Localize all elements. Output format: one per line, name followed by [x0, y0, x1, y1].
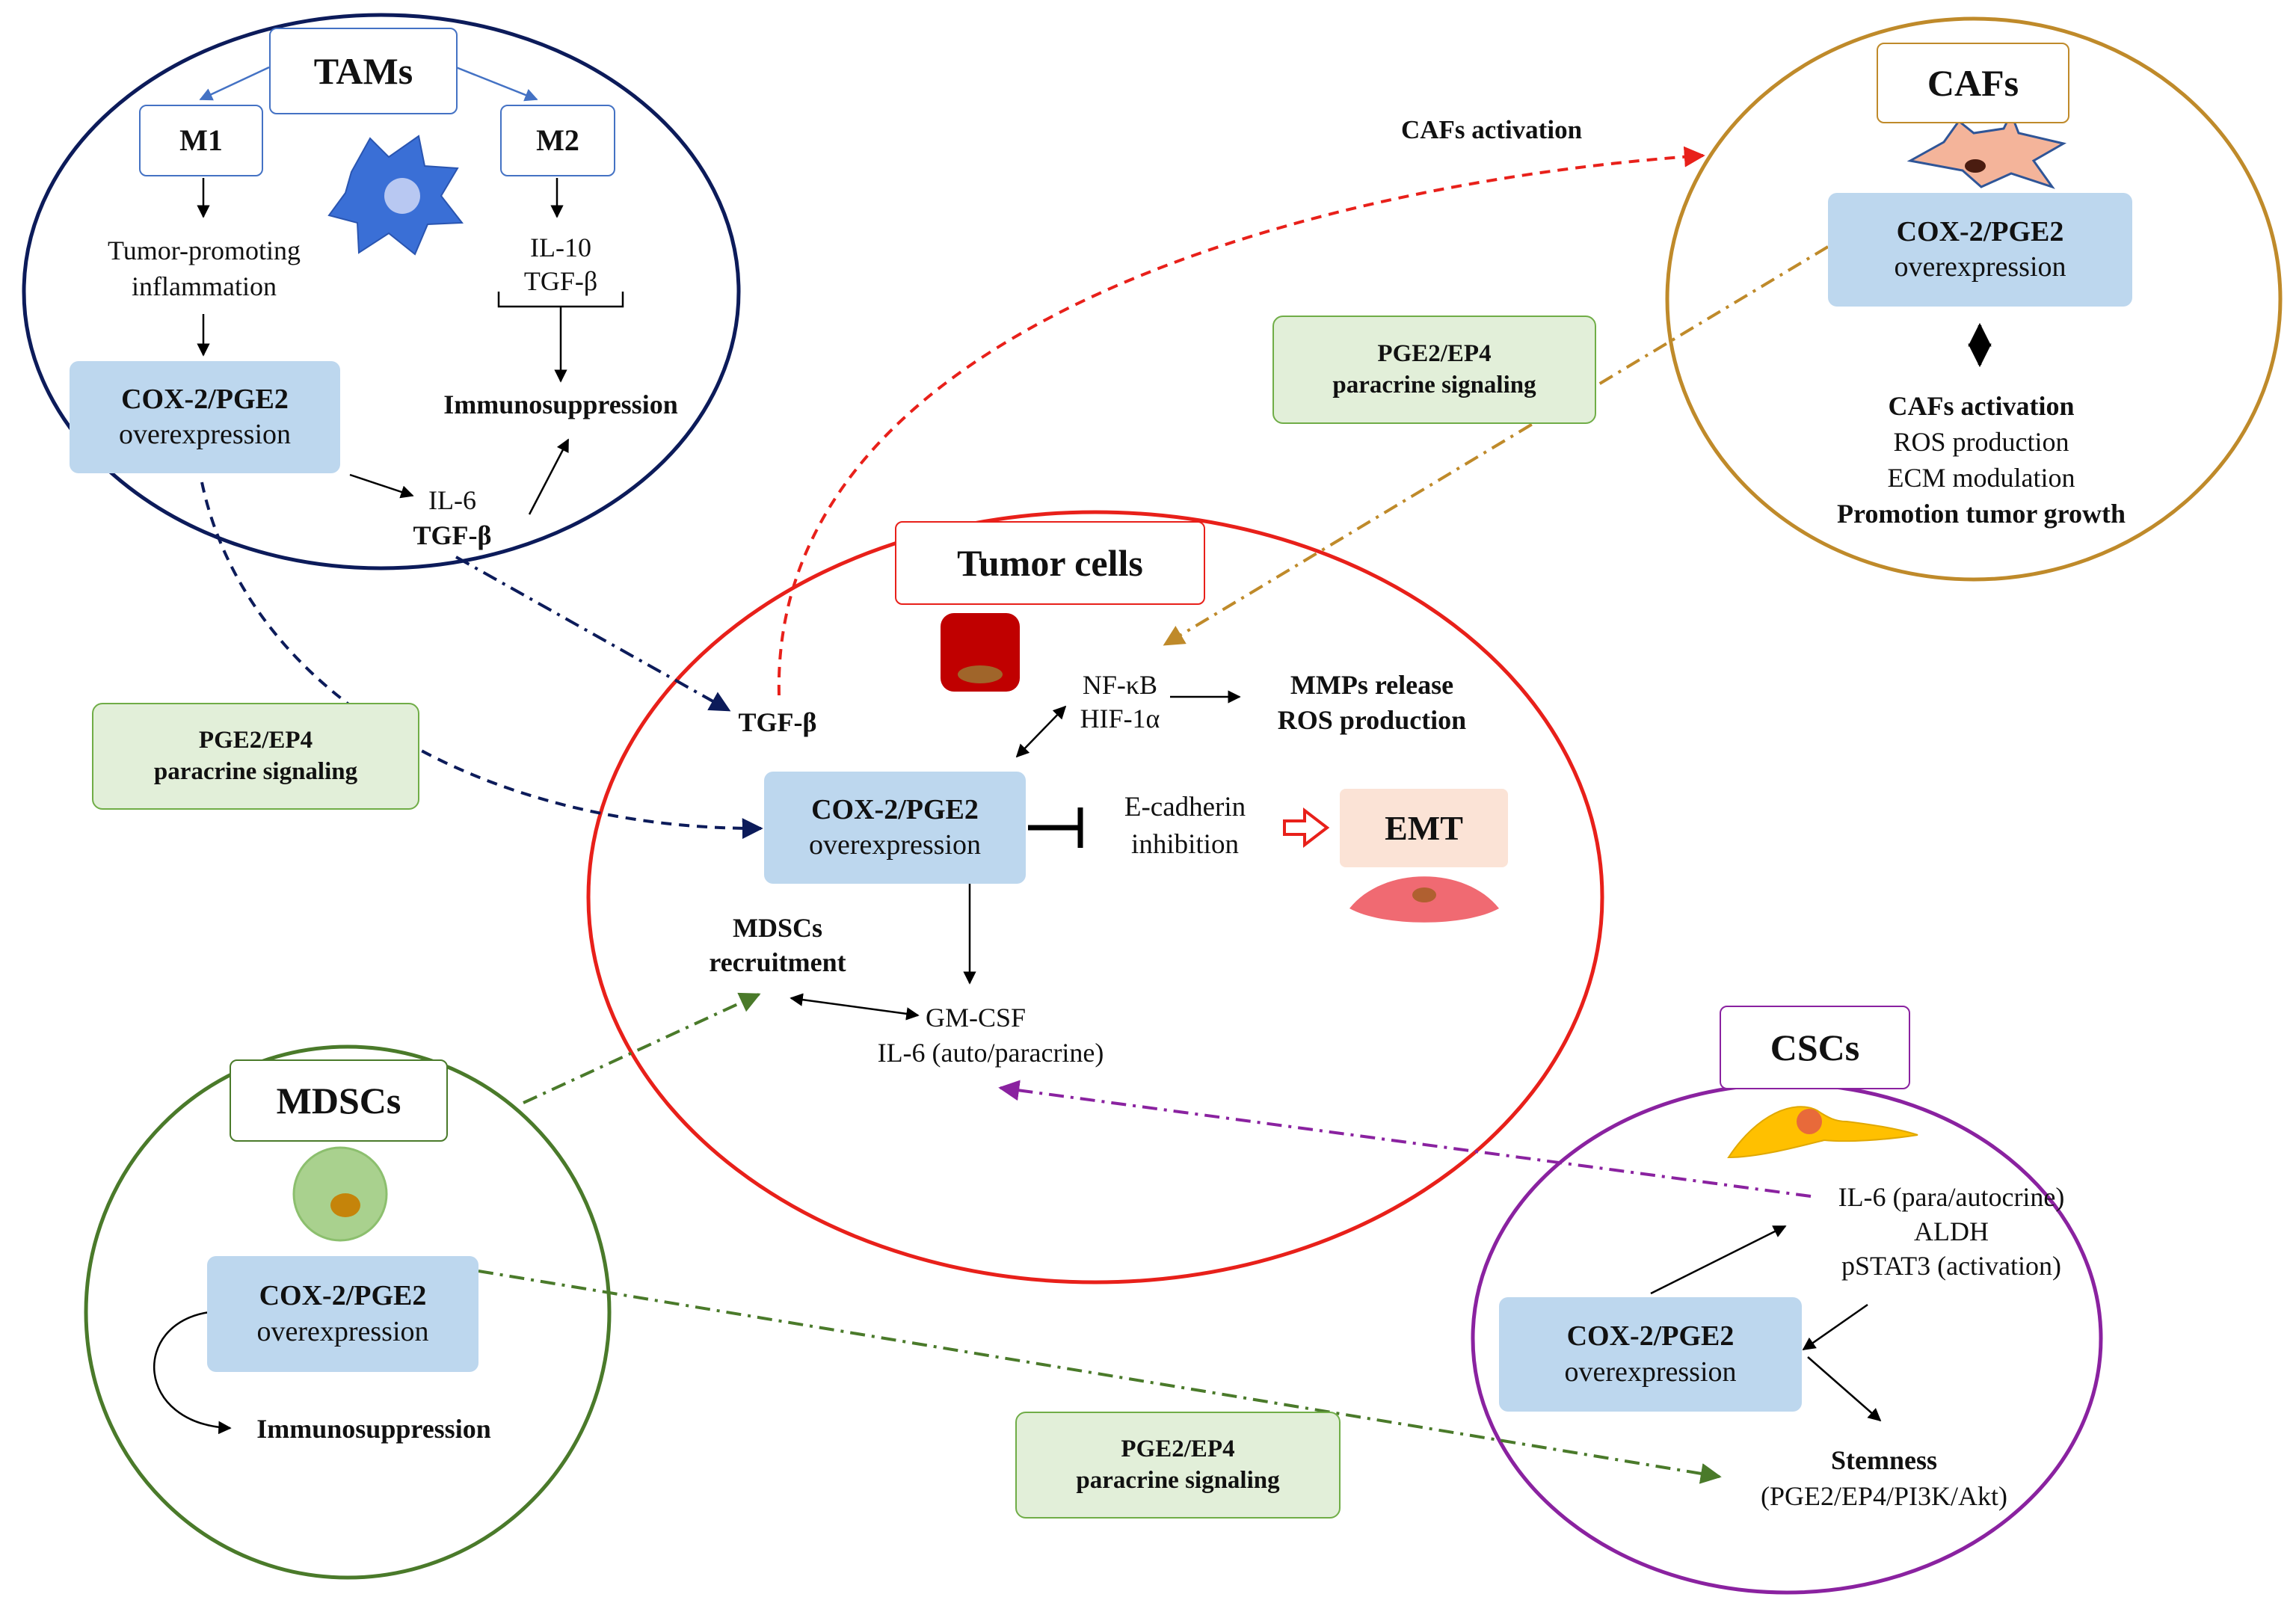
- paracrine-label: PGE2/EP4: [1121, 1436, 1235, 1463]
- tams-to-m1-arrow: [199, 66, 270, 101]
- emt-cell-icon: [1349, 876, 1499, 923]
- tams-tgfb-to-tumor-arrow: [455, 556, 731, 712]
- gmcsf-mdsc-recruitment-arrow: [790, 993, 920, 1021]
- m2-box: M2: [500, 105, 615, 176]
- cscs-pstat3-to-cox-arrow: [1802, 1303, 1868, 1351]
- m2-cytokine-il10: IL-10: [530, 233, 591, 262]
- cafs-to-tumor-paracrine-arrow: [1163, 245, 1829, 646]
- cafs-cox-label: COX-2/PGE2: [1896, 215, 2064, 247]
- tumor-nfkb: NF-κB: [1082, 670, 1158, 700]
- paracrine-sublabel: paracrine signaling: [1076, 1466, 1280, 1494]
- paracrine-sublabel: paracrine signaling: [1332, 371, 1536, 399]
- cscs-pstat3: pSTAT3 (activation): [1841, 1251, 2062, 1281]
- cox-nfkb-arrow: [1015, 705, 1067, 758]
- tumor-compartment: [586, 510, 1604, 1284]
- cox-to-il6-arrow: [349, 473, 414, 499]
- tams-to-m2-arrow: [455, 66, 538, 102]
- tumor-tgfb: TGF-β: [738, 707, 817, 737]
- cafs-cox-box: COX-2/PGE2 overexpression: [1828, 193, 2132, 307]
- tumor-cox-label: COX-2/PGE2: [811, 793, 979, 825]
- tumor-ros: ROS production: [1277, 705, 1467, 735]
- cafs-effect-growth: Promotion tumor growth: [1837, 499, 2126, 529]
- cafs-effect-ros: ROS production: [1893, 427, 2069, 457]
- mdscs-compartment: [84, 1044, 612, 1580]
- tams-compartment: [22, 13, 741, 570]
- emt-box: EMT: [1340, 789, 1508, 867]
- stem-cell-icon: [1727, 1106, 1918, 1159]
- fibroblast-cell-icon: [1906, 111, 2067, 189]
- cscs-title: CSCs: [1720, 1006, 1910, 1089]
- cscs-cox-label: COX-2/PGE2: [1566, 1320, 1735, 1352]
- tumor-cell-icon: [941, 613, 1020, 692]
- cafs-effect-ecm: ECM modulation: [1887, 463, 2075, 493]
- cscs-cox-to-stemness-arrow: [1807, 1356, 1882, 1422]
- paracrine-box-mdscs: PGE2/EP4 paracrine signaling: [1015, 1412, 1341, 1519]
- myeloid-cell-icon: [292, 1146, 388, 1242]
- m2-cytokine-tgfb: TGF-β: [523, 266, 598, 296]
- mdscs-cox-sublabel: overexpression: [256, 1315, 429, 1347]
- mdscs-cox-box: COX-2/PGE2 overexpression: [207, 1256, 478, 1372]
- mdscs-to-cscs-arrow: [478, 1270, 1722, 1484]
- m1-effect-line2: inflammation: [132, 271, 277, 301]
- cscs-cox-box: COX-2/PGE2 overexpression: [1499, 1297, 1802, 1412]
- il6-to-immuno-arrow: [528, 438, 570, 515]
- paracrine-sublabel: paracrine signaling: [153, 757, 358, 785]
- mdscs-to-tumor-arrow: [523, 992, 761, 1104]
- mdsc-recruitment-label: MDSCs: [732, 913, 822, 943]
- tumor-ecadherin-inhibition: inhibition: [1131, 829, 1239, 860]
- cafs-cox-sublabel: overexpression: [1894, 251, 2066, 283]
- mdscs-title: MDSCs: [230, 1059, 448, 1142]
- mdscs-immuno-curved-arrow: [153, 1311, 232, 1435]
- tumor-gmcsf: GM-CSF: [925, 1003, 1027, 1033]
- ecadherin-inhibition-line: [1028, 807, 1083, 848]
- tumor-il6-auto: IL-6 (auto/paracrine): [877, 1038, 1104, 1068]
- cafs-effect-activation: CAFs activation: [1888, 391, 2075, 421]
- mdscs-immunosuppression: Immunosuppression: [256, 1414, 491, 1444]
- cafs-compartment: [1665, 16, 2283, 582]
- tumor-cox-box: COX-2/PGE2 overexpression: [764, 772, 1026, 884]
- cscs-il6: IL-6 (para/autocrine): [1838, 1182, 2065, 1212]
- tams-cox-box: COX-2/PGE2 overexpression: [70, 361, 340, 473]
- cscs-to-tumor-arrow: [998, 1080, 1812, 1198]
- tams-title: TAMs: [269, 28, 458, 114]
- cscs-stemness: Stemness: [1831, 1445, 1937, 1475]
- paracrine-label: PGE2/EP4: [198, 727, 313, 754]
- cafs-activation-label: CAFs activation: [1400, 115, 1583, 144]
- tams-cox-sublabel: overexpression: [118, 419, 292, 450]
- tams-cox-label: COX-2/PGE2: [121, 383, 289, 415]
- paracrine-box-cafs: PGE2/EP4 paracrine signaling: [1272, 316, 1596, 424]
- macrophage-cell-icon: [327, 135, 464, 256]
- cscs-pathway: (PGE2/EP4/PI3K/Akt): [1760, 1481, 2007, 1511]
- m1-effect-line1: Tumor-promoting: [108, 236, 301, 265]
- mdscs-cox-label: COX-2/PGE2: [259, 1280, 427, 1311]
- cafs-title: CAFs: [1877, 43, 2069, 123]
- cscs-cox-to-il6-arrow: [1650, 1225, 1787, 1295]
- cscs-aldh: ALDH: [1914, 1216, 1989, 1246]
- tams-il6: IL-6: [428, 485, 476, 515]
- tumor-ecadherin: E-cadherin: [1124, 792, 1246, 822]
- cscs-cox-sublabel: overexpression: [1564, 1356, 1737, 1388]
- tams-immunosuppression: Immunosuppression: [443, 390, 678, 419]
- tumor-title: Tumor cells: [895, 521, 1205, 605]
- tumor-mmps: MMPs release: [1290, 670, 1454, 700]
- tumor-to-cafs-activation-arrow: [777, 146, 1705, 696]
- tumor-hif: HIF-1α: [1080, 704, 1160, 733]
- paracrine-box-tams: PGE2/EP4 paracrine signaling: [92, 703, 419, 810]
- mdsc-recruitment-sublabel: recruitment: [709, 947, 846, 977]
- m1-box: M1: [139, 105, 263, 176]
- tams-tgfb: TGF-β: [413, 520, 492, 550]
- ecadherin-to-emt-arrow: [1283, 807, 1330, 849]
- tumor-cox-sublabel: overexpression: [808, 829, 982, 861]
- paracrine-label: PGE2/EP4: [1377, 340, 1492, 368]
